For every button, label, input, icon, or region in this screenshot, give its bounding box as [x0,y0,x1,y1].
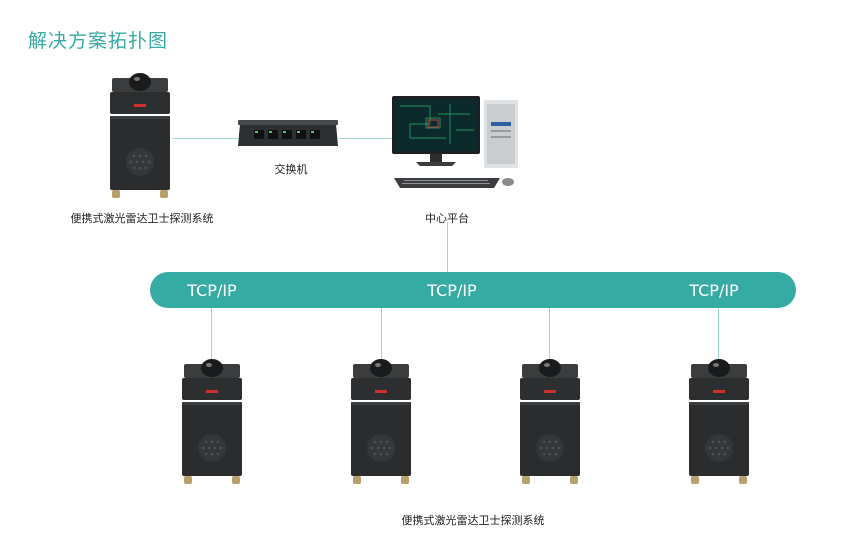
link-device-switch [172,138,238,139]
network-switch-icon [238,120,338,146]
switch-label: 交换机 [274,163,308,176]
lidar-device-bottom-3 [518,356,582,488]
lidar-device-top [108,70,172,202]
link-bus-device-1 [211,306,212,364]
lidar-device-bottom-1 [180,356,244,488]
lidar-device-bottom-4 [687,356,751,488]
link-bus-device-4 [718,306,719,364]
lidar-device-icon [110,73,170,198]
desktop-computer-icon [392,96,518,188]
lidar-device-icon [689,359,749,484]
network-switch [236,116,340,152]
top-device-label: 便携式激光雷达卫士探测系统 [70,212,214,225]
lidar-device-bottom-2 [349,356,413,488]
lidar-device-icon [351,359,411,484]
diagram-title: 解决方案拓扑图 [28,30,169,52]
link-bus-device-2 [381,306,382,364]
tcp-ip-bus: TCP/IP TCP/IP TCP/IP [150,272,796,308]
bus-label-3: TCP/IP [689,281,739,300]
lidar-device-icon [182,359,242,484]
central-platform-pc [390,94,522,196]
link-switch-pc [339,138,399,139]
platform-label: 中心平台 [425,212,469,225]
bus-label-2: TCP/IP [427,281,477,300]
bottom-device-label: 便携式激光雷达卫士探测系统 [401,514,545,527]
bus-label-1: TCP/IP [187,281,237,300]
lidar-device-icon [520,359,580,484]
link-pc-bus [447,222,448,274]
link-bus-device-3 [549,306,550,364]
